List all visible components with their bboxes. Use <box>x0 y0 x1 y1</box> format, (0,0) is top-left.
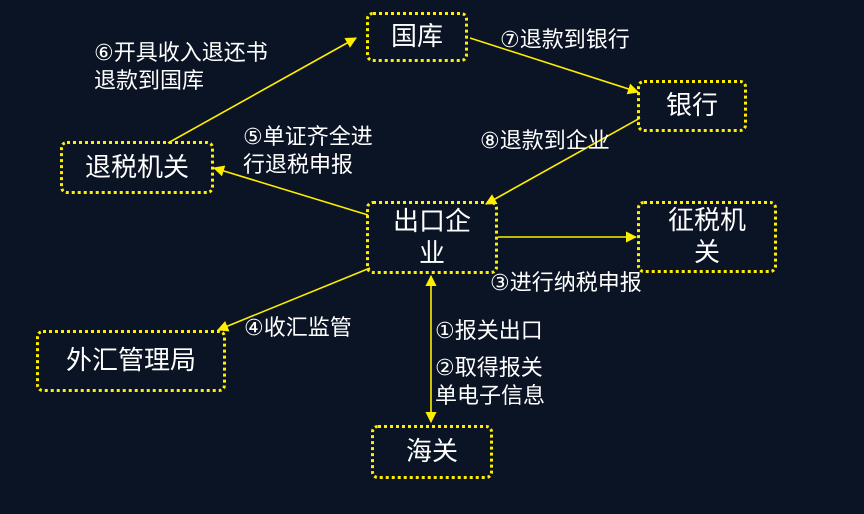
node-customs-label: 海关 <box>405 437 458 467</box>
arrow-bank-to-enterprise <box>485 117 641 205</box>
label-step4-text: ④收汇监管 <box>244 316 352 341</box>
label-step8-text: ⑧退款到企业 <box>480 129 610 154</box>
label-step5-line1: ⑤单证齐全进 <box>243 125 373 150</box>
arrow-treasury-to-bank <box>469 37 640 95</box>
label-step5: ⑤单证齐全进 行退税申报 <box>243 124 373 180</box>
label-step1-text: ①报关出口 <box>435 319 543 344</box>
node-refund-office: 退税机关 <box>60 141 214 194</box>
label-step7: ⑦退款到银行 <box>500 27 630 55</box>
node-tax-office-label-line2: 关 <box>693 238 720 268</box>
node-forex-label: 外汇管理局 <box>65 346 196 376</box>
node-bank-label: 银行 <box>665 91 718 121</box>
node-treasury-label: 国库 <box>390 22 443 52</box>
label-step6-line2: 退款到国库 <box>94 69 205 94</box>
label-step5-line2: 行退税申报 <box>243 153 354 178</box>
label-step2: ②取得报关 单电子信息 <box>435 355 545 411</box>
label-step8: ⑧退款到企业 <box>480 128 610 156</box>
arrow-enterprise-to-forex <box>216 267 371 332</box>
label-step3: ③进行纳税申报 <box>490 270 642 298</box>
label-step3-text: ③进行纳税申报 <box>490 271 642 296</box>
label-step2-line1: ②取得报关 <box>435 356 543 381</box>
node-refund-office-label: 退税机关 <box>84 152 189 183</box>
node-treasury: 国库 <box>366 12 468 62</box>
arrow-refund-office-to-treasury <box>167 37 357 144</box>
label-step6: ⑥开具收入退还书 退款到国库 <box>94 40 268 96</box>
label-step4: ④收汇监管 <box>244 315 352 343</box>
node-enterprise: 出口企 业 <box>366 201 498 274</box>
node-enterprise-label-line2: 业 <box>418 238 445 269</box>
label-step1: ①报关出口 <box>435 318 543 346</box>
label-step7-text: ⑦退款到银行 <box>500 28 630 53</box>
label-step6-line1: ⑥开具收入退还书 <box>94 41 268 66</box>
node-forex: 外汇管理局 <box>36 330 226 392</box>
arrow-enterprise-to-refund-office <box>212 165 369 216</box>
node-customs: 海关 <box>371 425 493 479</box>
label-step2-line2: 单电子信息 <box>435 384 546 409</box>
node-tax-office-label-line1: 征税机 <box>667 206 746 236</box>
node-enterprise-label-line1: 出口企 <box>392 206 471 237</box>
node-bank: 银行 <box>637 80 747 132</box>
node-tax-office: 征税机 关 <box>637 201 777 273</box>
